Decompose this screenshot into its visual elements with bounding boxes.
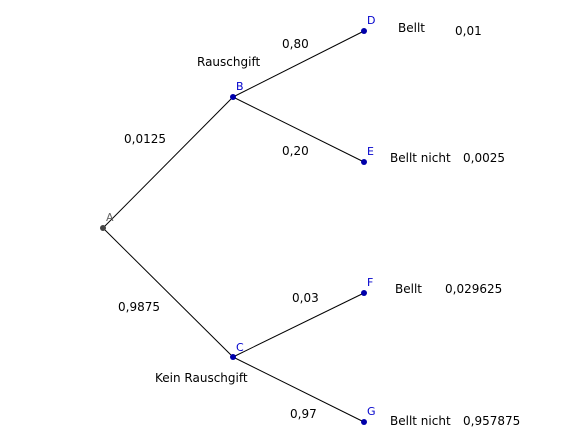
- edge-a-b: [102, 96, 234, 229]
- edge-c-f: [232, 292, 365, 358]
- vertex-label-g: G: [367, 405, 376, 418]
- branch-prob-b-e: 0,20: [282, 144, 309, 158]
- outcome-label-e: Bellt nicht: [390, 151, 451, 165]
- point-g: [361, 419, 367, 425]
- category-label-b: Rauschgift: [197, 55, 260, 69]
- vertex-label-b: B: [236, 80, 244, 93]
- category-label-c: Kein Rauschgift: [155, 371, 248, 385]
- branch-prob-a-c: 0,9875: [118, 300, 160, 314]
- outcome-prob-e: 0,0025: [463, 151, 505, 165]
- vertex-label-a: A: [106, 211, 114, 224]
- outcome-label-f: Bellt: [395, 282, 422, 296]
- branch-prob-c-g: 0,97: [290, 407, 317, 421]
- edge-a-c: [102, 227, 234, 358]
- edge-b-d: [232, 30, 365, 98]
- outcome-label-g: Bellt nicht: [390, 414, 451, 428]
- vertex-label-d: D: [367, 14, 375, 27]
- point-f: [361, 290, 367, 296]
- outcome-prob-f: 0,029625: [445, 282, 502, 296]
- edge-b-e: [232, 96, 365, 163]
- outcome-prob-g: 0,957875: [463, 414, 520, 428]
- vertex-label-e: E: [367, 145, 374, 158]
- edge-c-g: [232, 356, 365, 423]
- outcome-prob-d: 0,01: [455, 24, 482, 38]
- branch-prob-a-b: 0,0125: [124, 132, 166, 146]
- branch-prob-c-f: 0,03: [292, 291, 319, 305]
- branch-prob-b-d: 0,80: [282, 37, 309, 51]
- outcome-label-d: Bellt: [398, 21, 425, 35]
- vertex-label-f: F: [367, 276, 373, 289]
- point-b: [230, 94, 236, 100]
- point-d: [361, 28, 367, 34]
- vertex-label-c: C: [236, 341, 244, 354]
- point-e: [361, 159, 367, 165]
- point-c: [230, 354, 236, 360]
- point-a: [100, 225, 106, 231]
